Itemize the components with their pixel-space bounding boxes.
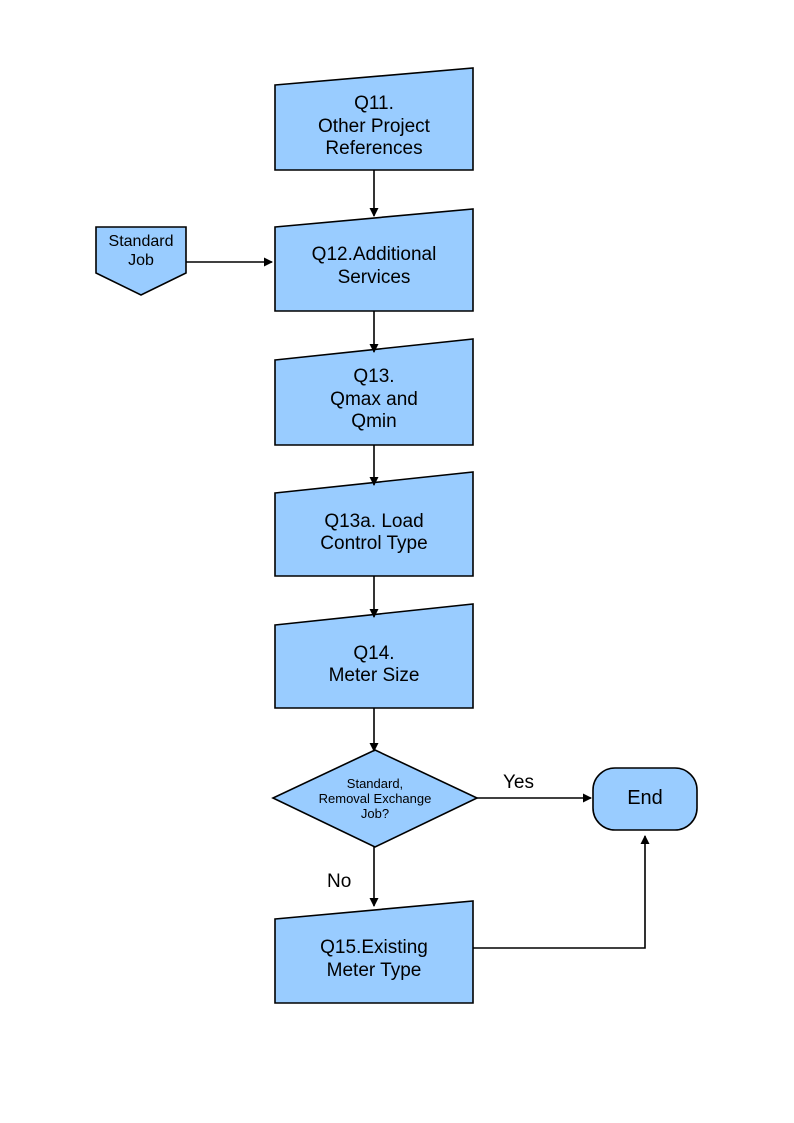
node-q12[interactable] [274,208,474,312]
node-decision[interactable] [271,749,479,848]
node-end[interactable] [592,767,698,831]
node-q15[interactable] [274,900,474,1004]
node-q14[interactable] [274,603,474,709]
node-q11[interactable] [274,67,474,171]
node-q13a[interactable] [274,471,474,577]
node-q13[interactable] [274,338,474,446]
edge-q15-to-end [473,835,650,949]
node-standard-job[interactable] [95,226,187,296]
